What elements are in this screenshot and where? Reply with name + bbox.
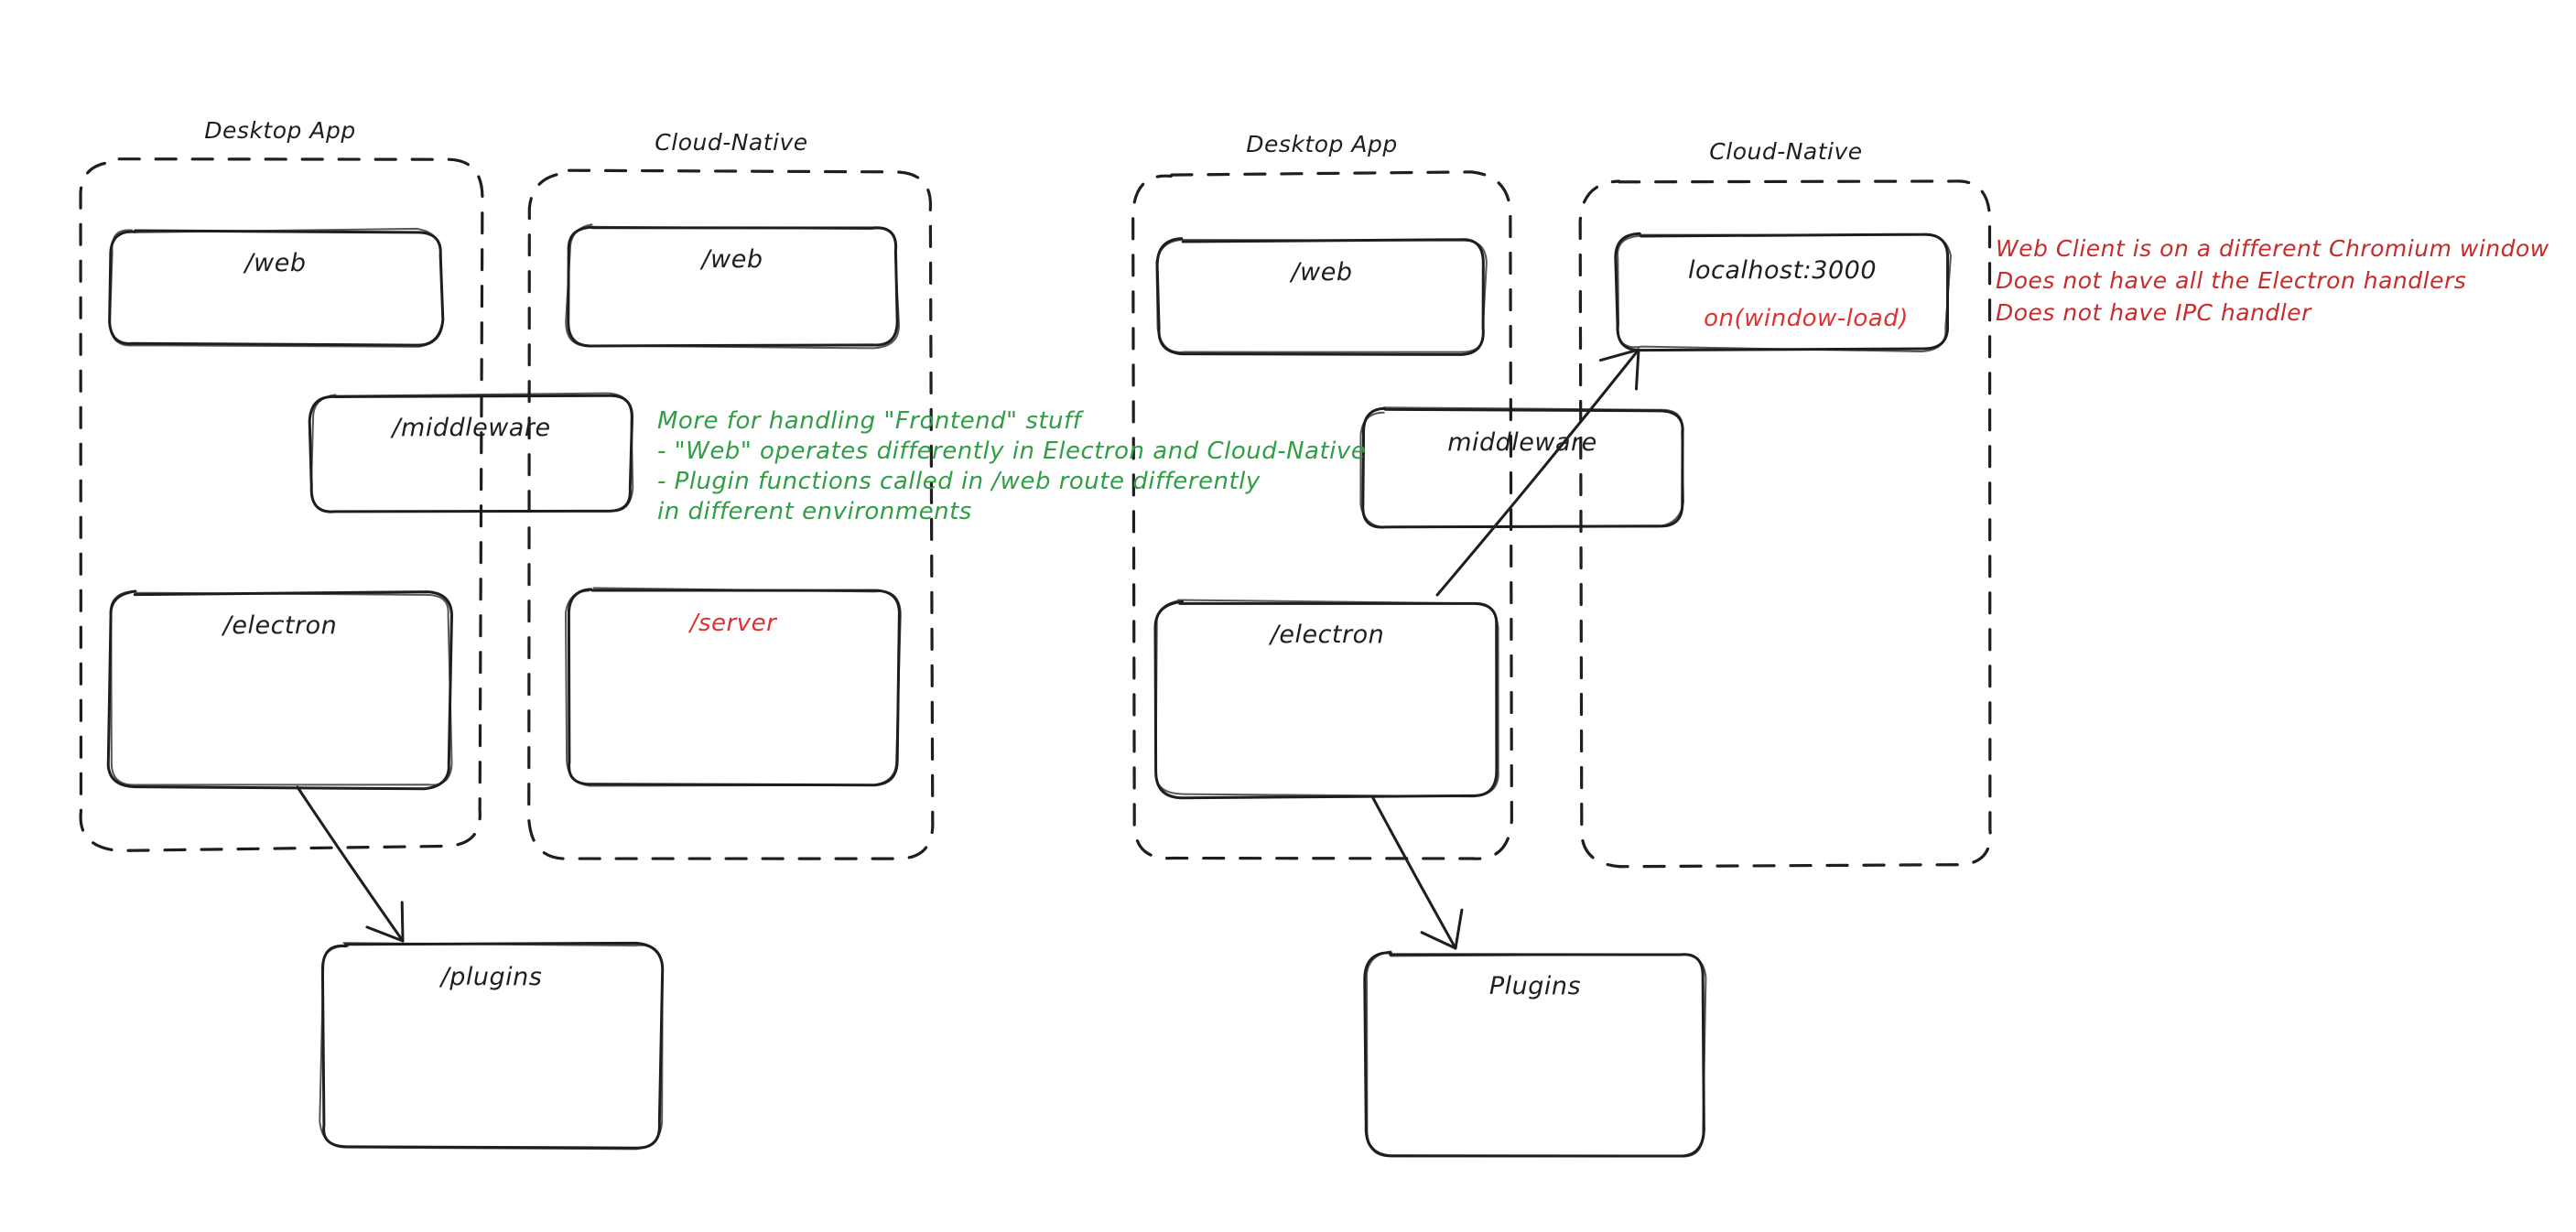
node-right-desktop-web[interactable]: /web bbox=[1155, 237, 1488, 356]
node-label-right-electron: /electron bbox=[1269, 621, 1384, 649]
panel-label-right-desktop-app: Desktop App bbox=[1246, 131, 1397, 157]
panel-border-right-cloud-native bbox=[1578, 179, 1992, 869]
arrow-head-0-left-electron-to-plugins bbox=[365, 925, 405, 943]
node-label-left-electron: /electron bbox=[222, 611, 337, 640]
red-annotation-line-2: Does not have IPC handler bbox=[1996, 299, 2312, 326]
node-label-right-plugins: Plugins bbox=[1489, 972, 1581, 1000]
node-border-right-middleware bbox=[1361, 406, 1684, 529]
node-right-plugins[interactable]: Plugins bbox=[1363, 950, 1707, 1158]
node-label-right-desktop-web: /web bbox=[1290, 258, 1353, 286]
node-layer: /web/web/middleware/electron/server/plug… bbox=[106, 223, 1952, 1158]
panel-border-left-desktop-app bbox=[79, 157, 484, 853]
arrow-head-1-right-electron-to-localhost bbox=[1598, 348, 1640, 362]
node-border-secondary-left-desktop-web bbox=[109, 227, 444, 348]
node-left-electron[interactable]: /electron bbox=[106, 589, 453, 791]
node-border-right-desktop-web bbox=[1155, 237, 1485, 356]
arrow-head-1-left-electron-to-plugins bbox=[400, 901, 405, 943]
node-border-secondary-left-server bbox=[564, 587, 902, 787]
node-sublabel-right-localhost: on(window-load) bbox=[1704, 305, 1909, 332]
panel-label-left-desktop-app: Desktop App bbox=[204, 117, 355, 144]
node-label-right-middleware: middleware bbox=[1447, 428, 1597, 457]
panel-border-right-desktop-app bbox=[1131, 170, 1513, 860]
node-label-left-cloud-web: /web bbox=[700, 245, 763, 274]
panel-right-desktop-app: Desktop App bbox=[1131, 131, 1513, 860]
panel-left-desktop-app: Desktop App bbox=[79, 117, 484, 853]
node-label-right-localhost: localhost:3000 bbox=[1688, 256, 1877, 285]
node-label-left-plugins: /plugins bbox=[439, 963, 543, 991]
node-border-secondary-left-electron bbox=[109, 589, 453, 786]
red-annotation-line-0: Web Client is on a different Chromium wi… bbox=[1996, 235, 2549, 262]
arrow-left-electron-to-plugins bbox=[296, 785, 405, 943]
arrow-right-electron-to-plugins bbox=[1371, 796, 1464, 950]
arrow-layer bbox=[296, 348, 1640, 950]
green-annotation-line-2: - Plugin functions called in /web route … bbox=[657, 468, 1261, 495]
node-border-secondary-right-desktop-web bbox=[1155, 238, 1488, 353]
green-annotation-line-1: - "Web" operates differently in Electron… bbox=[657, 438, 1366, 465]
node-right-middleware[interactable]: middleware bbox=[1359, 406, 1684, 529]
green-annotation-line-0: More for handling "Frontend" stuff bbox=[657, 407, 1085, 435]
arrow-head-0-right-electron-to-plugins bbox=[1420, 931, 1457, 950]
panel-label-right-cloud-native: Cloud-Native bbox=[1709, 138, 1862, 165]
node-left-cloud-web[interactable]: /web bbox=[565, 223, 900, 350]
node-border-secondary-right-localhost bbox=[1617, 233, 1952, 352]
node-left-plugins[interactable]: /plugins bbox=[319, 941, 665, 1151]
node-border-left-desktop-web bbox=[108, 229, 445, 347]
arrow-shaft-right-electron-to-localhost bbox=[1435, 348, 1640, 597]
node-right-localhost[interactable]: localhost:3000 on(window-load) bbox=[1614, 232, 1952, 352]
node-left-server[interactable]: /server bbox=[564, 587, 902, 787]
red-annotation: Web Client is on a different Chromium wi… bbox=[1996, 235, 2549, 326]
node-left-desktop-web[interactable]: /web bbox=[108, 227, 445, 348]
node-label-left-middleware: /middleware bbox=[390, 414, 550, 442]
node-border-secondary-left-cloud-web bbox=[565, 223, 900, 350]
panel-left-cloud-native: Cloud-Native bbox=[527, 129, 935, 860]
arrow-head-1-right-electron-to-plugins bbox=[1454, 908, 1464, 950]
node-left-middleware[interactable]: /middleware bbox=[308, 392, 634, 513]
green-annotation-line-3: in different environments bbox=[657, 498, 972, 525]
arrow-shaft-left-electron-to-plugins bbox=[296, 785, 405, 943]
node-border-secondary-right-electron bbox=[1154, 599, 1499, 798]
note-layer: More for handling "Frontend" stuff - "Web… bbox=[657, 235, 2549, 525]
red-annotation-line-1: Does not have all the Electron handlers bbox=[1996, 267, 2466, 294]
node-border-right-localhost bbox=[1614, 232, 1950, 352]
node-border-secondary-right-middleware bbox=[1359, 406, 1684, 529]
panel-label-left-cloud-native: Cloud-Native bbox=[655, 129, 807, 156]
node-label-left-server: /server bbox=[688, 610, 778, 637]
node-border-secondary-left-middleware bbox=[309, 392, 634, 513]
node-label-left-desktop-web: /web bbox=[244, 249, 307, 277]
arrow-shaft-right-electron-to-plugins bbox=[1371, 796, 1457, 950]
node-border-secondary-left-plugins bbox=[319, 942, 664, 1151]
green-annotation: More for handling "Frontend" stuff - "Web… bbox=[657, 407, 1366, 525]
node-border-secondary-right-plugins bbox=[1366, 950, 1707, 1158]
arrow-head-0-right-electron-to-localhost bbox=[1634, 348, 1640, 391]
panel-right-cloud-native: Cloud-Native bbox=[1578, 138, 1992, 869]
arrow-right-electron-to-localhost bbox=[1435, 348, 1640, 597]
node-right-electron[interactable]: /electron bbox=[1153, 599, 1499, 800]
